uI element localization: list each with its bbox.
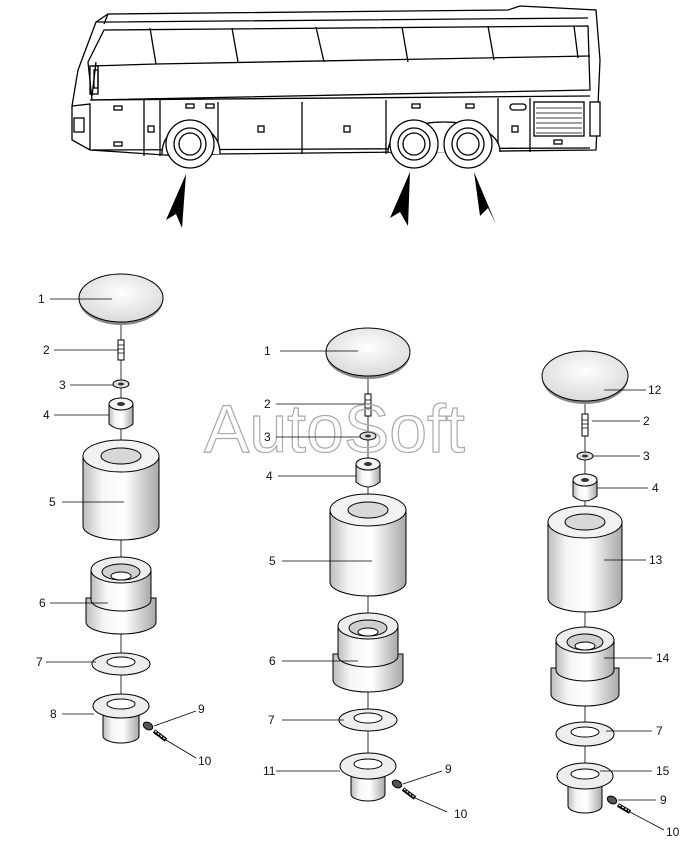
callout-left-3: 3 xyxy=(59,378,66,392)
callout-left-9: 9 xyxy=(198,702,205,716)
callout-left-4: 4 xyxy=(43,408,50,422)
part-4-grommet xyxy=(355,457,381,488)
callout-right-10: 10 xyxy=(666,825,680,839)
assembly-center xyxy=(325,327,417,802)
callout-center-6: 6 xyxy=(269,654,276,668)
part-1-cap xyxy=(78,273,164,325)
part-2-bolt xyxy=(581,413,589,437)
callout-center-10: 10 xyxy=(454,807,468,821)
arrow-rear-axle xyxy=(474,172,496,224)
part-3-washer xyxy=(576,451,594,461)
part-7-washer xyxy=(338,708,398,732)
assembly-right xyxy=(541,350,632,814)
part-9-10-screw xyxy=(606,795,632,814)
callout-center-4: 4 xyxy=(266,469,273,483)
callout-right-3: 3 xyxy=(643,449,650,463)
part-12-cap xyxy=(541,350,629,404)
leader-lines xyxy=(46,298,665,831)
callout-right-7: 7 xyxy=(656,724,663,738)
arrow-middle-axle xyxy=(390,172,410,226)
callout-left-1: 1 xyxy=(38,292,45,306)
callout-right-13: 13 xyxy=(649,553,663,567)
callout-left-10: 10 xyxy=(198,754,212,768)
part-5-bushing xyxy=(82,439,160,541)
callout-center-7: 7 xyxy=(268,713,275,727)
callout-left-6: 6 xyxy=(39,596,46,610)
part-14-housing xyxy=(550,626,620,707)
part-7-washer xyxy=(91,652,151,676)
part-9-10-screw xyxy=(391,779,417,800)
callout-left-5: 5 xyxy=(49,495,56,509)
callout-right-14: 14 xyxy=(656,651,670,665)
part-11-spacer xyxy=(339,752,397,802)
bus-illustration xyxy=(71,5,601,169)
part-3-washer xyxy=(112,379,130,389)
part-4-grommet xyxy=(572,473,598,502)
part-7-washer xyxy=(555,721,615,747)
callout-left-7: 7 xyxy=(36,655,43,669)
part-6-housing xyxy=(332,612,404,693)
callout-left-2: 2 xyxy=(43,343,50,357)
callout-right-15: 15 xyxy=(656,764,670,778)
wheel-pointer-arrows xyxy=(166,172,496,228)
part-9-10-screw xyxy=(142,721,168,742)
callout-left-8: 8 xyxy=(50,707,57,721)
callout-center-5: 5 xyxy=(269,554,276,568)
callout-labels: 1 2 3 4 5 6 7 8 9 10 1 2 3 4 5 6 7 11 9 … xyxy=(36,292,680,839)
callout-center-1: 1 xyxy=(264,344,271,358)
callout-center-9: 9 xyxy=(445,762,452,776)
part-2-bolt xyxy=(364,393,372,417)
callout-center-2: 2 xyxy=(264,397,271,411)
part-2-bolt xyxy=(117,339,125,361)
callout-center-3: 3 xyxy=(264,430,271,444)
callout-center-11: 11 xyxy=(263,764,276,778)
part-15-spacer xyxy=(556,762,614,814)
part-6-housing xyxy=(85,556,157,635)
callout-right-2: 2 xyxy=(643,414,650,428)
part-3-washer xyxy=(359,431,377,441)
assembly-left xyxy=(78,273,168,744)
part-8-spacer xyxy=(92,693,150,744)
part-1-cap xyxy=(325,327,411,379)
part-13-bushing xyxy=(547,505,623,613)
callout-right-4: 4 xyxy=(652,481,659,495)
arrow-front-axle xyxy=(166,174,186,228)
watermark: AutoSoft xyxy=(204,391,465,467)
part-5-bushing xyxy=(329,493,407,597)
callout-right-9: 9 xyxy=(660,793,667,807)
callout-right-12: 12 xyxy=(648,383,662,397)
part-4-grommet xyxy=(108,397,134,430)
